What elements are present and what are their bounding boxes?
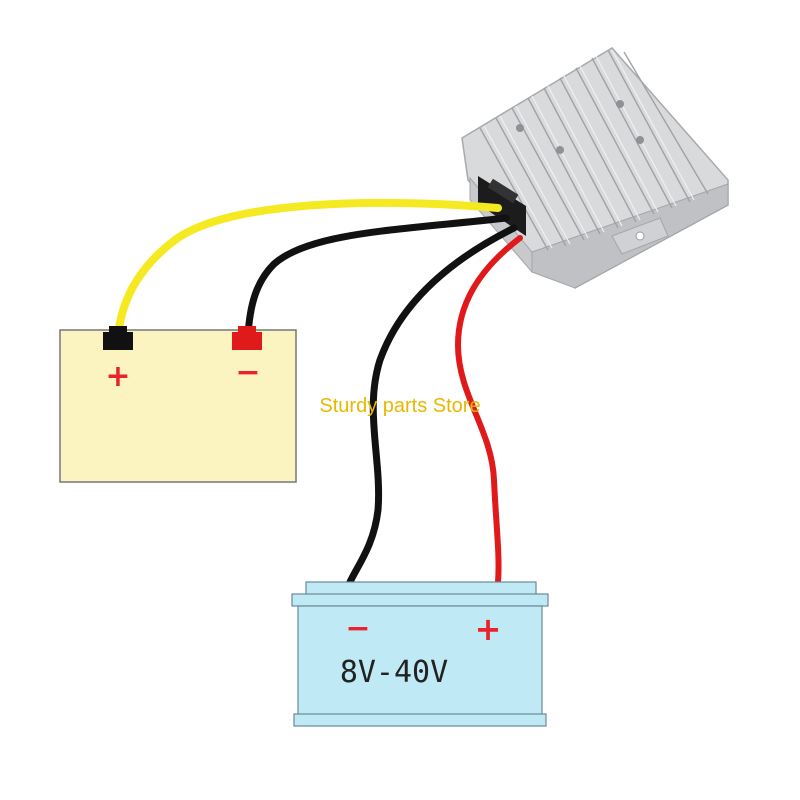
load-positive-terminal <box>103 332 133 350</box>
red-wire-battery <box>454 235 523 585</box>
battery-plus-sign: + <box>475 610 502 648</box>
battery-minus-sign: − <box>345 611 370 646</box>
store-watermark: Sturdy parts Store <box>319 395 480 417</box>
battery-box: − + 8V-40V <box>291 581 549 727</box>
load-negative-terminal <box>232 332 262 350</box>
yellow-wire <box>114 198 502 339</box>
black-wire-load <box>244 214 510 339</box>
black-wire-battery <box>346 224 518 586</box>
load-plus-sign: + <box>105 359 130 394</box>
converter-module-icon <box>461 47 729 289</box>
battery-voltage-label: 8V-40V <box>340 655 448 690</box>
load-box: + − <box>59 326 297 483</box>
load-minus-sign: − <box>235 355 260 390</box>
